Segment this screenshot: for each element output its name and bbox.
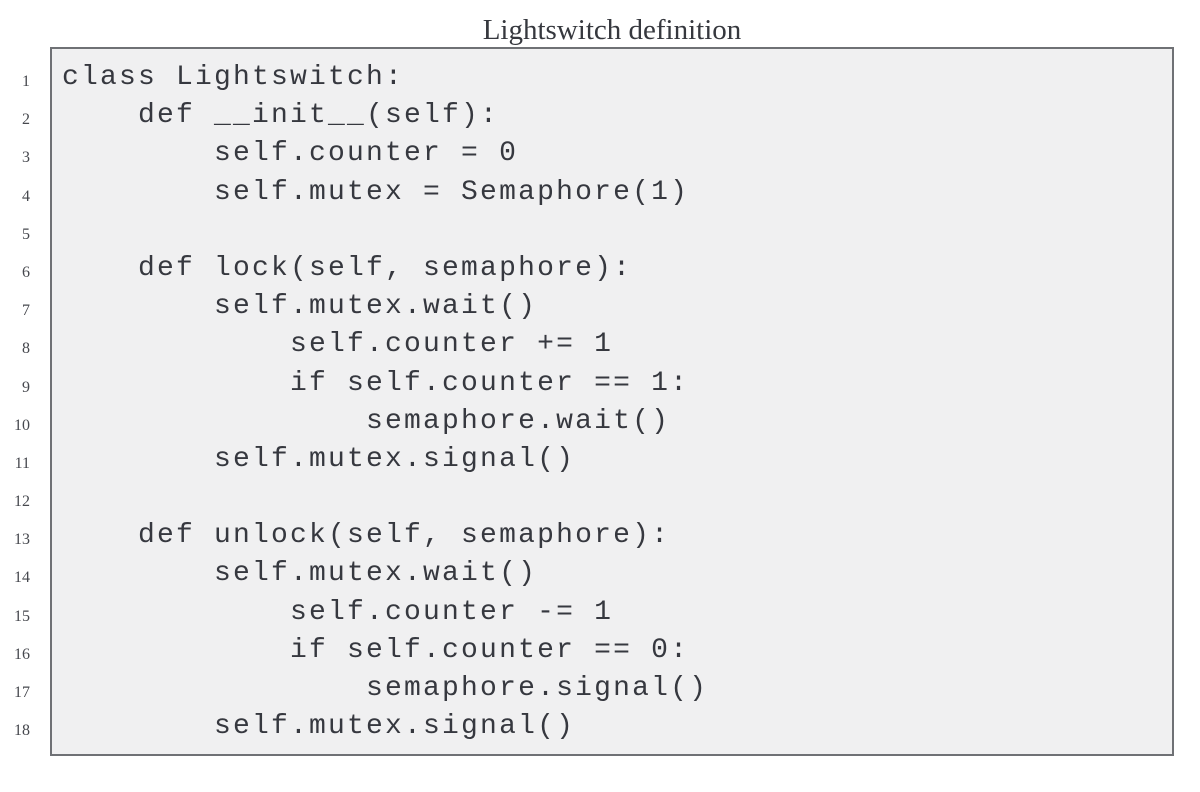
- line-number: 3: [22, 149, 30, 167]
- line-number: 4: [22, 187, 30, 205]
- line-number: 15: [14, 607, 30, 625]
- line-number: 14: [14, 569, 30, 587]
- line-number: 6: [22, 263, 30, 281]
- code-line: semaphore.wait(): [62, 405, 671, 437]
- code-line: if self.counter == 1:: [62, 367, 690, 399]
- line-number: 1: [22, 73, 30, 90]
- line-number: 7: [22, 302, 30, 320]
- code-line: self.mutex.signal(): [62, 443, 576, 475]
- code-line: def lock(self, semaphore):: [62, 252, 633, 284]
- code-line: self.mutex.signal(): [62, 711, 576, 743]
- code-line: self.counter -= 1: [62, 596, 614, 628]
- line-number: 17: [14, 684, 30, 701]
- code-line: self.mutex.wait(): [62, 291, 538, 323]
- line-number: 5: [22, 225, 30, 243]
- code-line: def unlock(self, semaphore):: [62, 520, 671, 552]
- code-line: def __init__(self):: [62, 100, 500, 132]
- code-line: semaphore.signal(): [62, 673, 709, 704]
- code-line: self.counter += 1: [62, 329, 614, 361]
- line-number: 10: [14, 416, 30, 434]
- code-line: self.mutex.wait(): [62, 558, 538, 590]
- listing-caption: Lightswitch definition: [482, 14, 742, 46]
- code-line: [62, 212, 1172, 250]
- line-number: 2: [22, 111, 30, 129]
- line-number: 13: [14, 531, 30, 549]
- code-area: class Lightswitch: def __init__(self): s…: [50, 47, 1174, 757]
- code-line: [62, 479, 1172, 517]
- code-line: if self.counter == 0:: [62, 634, 690, 666]
- code-line: class Lightswitch:: [62, 62, 405, 93]
- line-number: 12: [14, 493, 30, 511]
- line-number: 16: [14, 645, 30, 663]
- line-number: 9: [22, 378, 30, 396]
- code-line: self.mutex = Semaphore(1): [62, 176, 690, 208]
- line-number: 11: [14, 454, 30, 472]
- line-number: 8: [22, 340, 30, 358]
- line-number: 18: [14, 722, 30, 740]
- code-line: self.counter = 0: [62, 138, 519, 170]
